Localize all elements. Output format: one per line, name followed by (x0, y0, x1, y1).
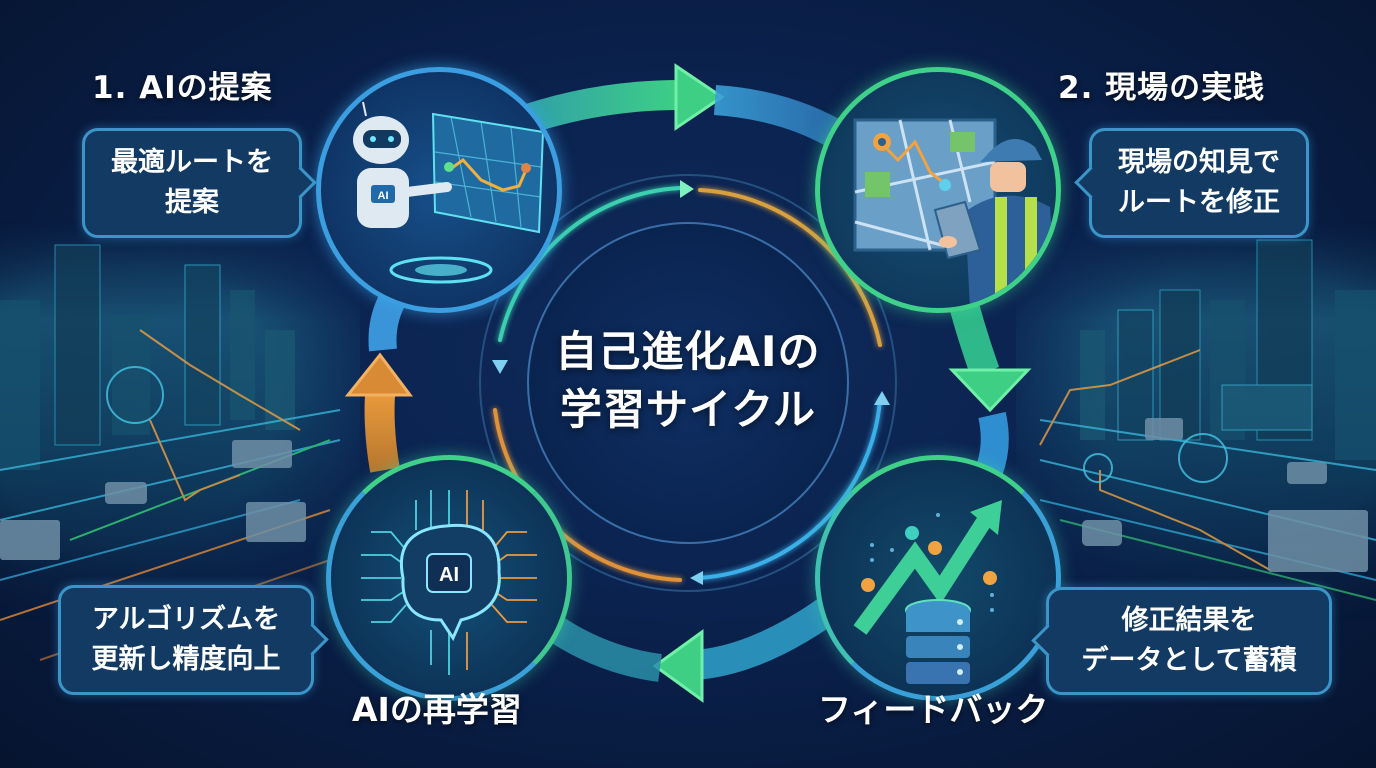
bubble-field-practice: 現場の知見で ルートを修正 (1074, 128, 1309, 238)
worker-tablet-map-icon (853, 118, 1056, 308)
arrow-up-head (344, 352, 413, 397)
node-feedback (815, 455, 1061, 701)
node-ai-proposal: AI (316, 67, 562, 313)
center-title-line1: 自己進化AIの (555, 327, 821, 376)
arrow-down-head (948, 368, 1032, 413)
robot-map-icon: AI (353, 101, 545, 284)
arrow-left-head (652, 629, 704, 703)
bubble-line: 最適ルートを (111, 147, 273, 178)
bubble-line: データとして蓄積 (1081, 645, 1297, 676)
svg-text:AI: AI (439, 564, 459, 586)
center-title-line2: 学習サイクル (560, 385, 816, 434)
right-buildings (1080, 239, 1376, 460)
center-title: 自己進化AIの 学習サイクル (528, 323, 848, 439)
bubble-line: 提案 (165, 187, 219, 218)
svg-text:AI: AI (378, 190, 389, 202)
step-title-feedback: フィードバック (818, 690, 1049, 729)
node-field-practice (815, 67, 1061, 313)
trucks (0, 418, 1368, 572)
bubble-ai-proposal: 最適ルートを 提案 (82, 128, 317, 238)
bubble-ai-retraining: アルゴリズムを 更新し精度向上 (58, 585, 329, 695)
bubble-line: 修正結果を (1121, 605, 1257, 636)
ai-brain-circuit-icon: AI (361, 490, 537, 675)
left-buildings (0, 244, 295, 470)
step-title-field-practice: 2. 現場の実践 (1058, 70, 1266, 106)
bubble-line: ルートを修正 (1118, 187, 1280, 218)
arrow-right-head (674, 63, 725, 131)
bubble-line: 更新し精度向上 (91, 644, 281, 675)
bubble-line: アルゴリズムを (91, 604, 281, 635)
database-growth-icon (853, 500, 1002, 684)
node-ai-retraining: AI (326, 455, 572, 701)
bubble-feedback: 修正結果を データとして蓄積 (1031, 587, 1332, 695)
bubble-line: 現場の知見で (1118, 147, 1280, 178)
step-title-ai-proposal: 1. AIの提案 (92, 70, 273, 106)
step-title-ai-retraining: AIの再学習 (352, 690, 522, 729)
